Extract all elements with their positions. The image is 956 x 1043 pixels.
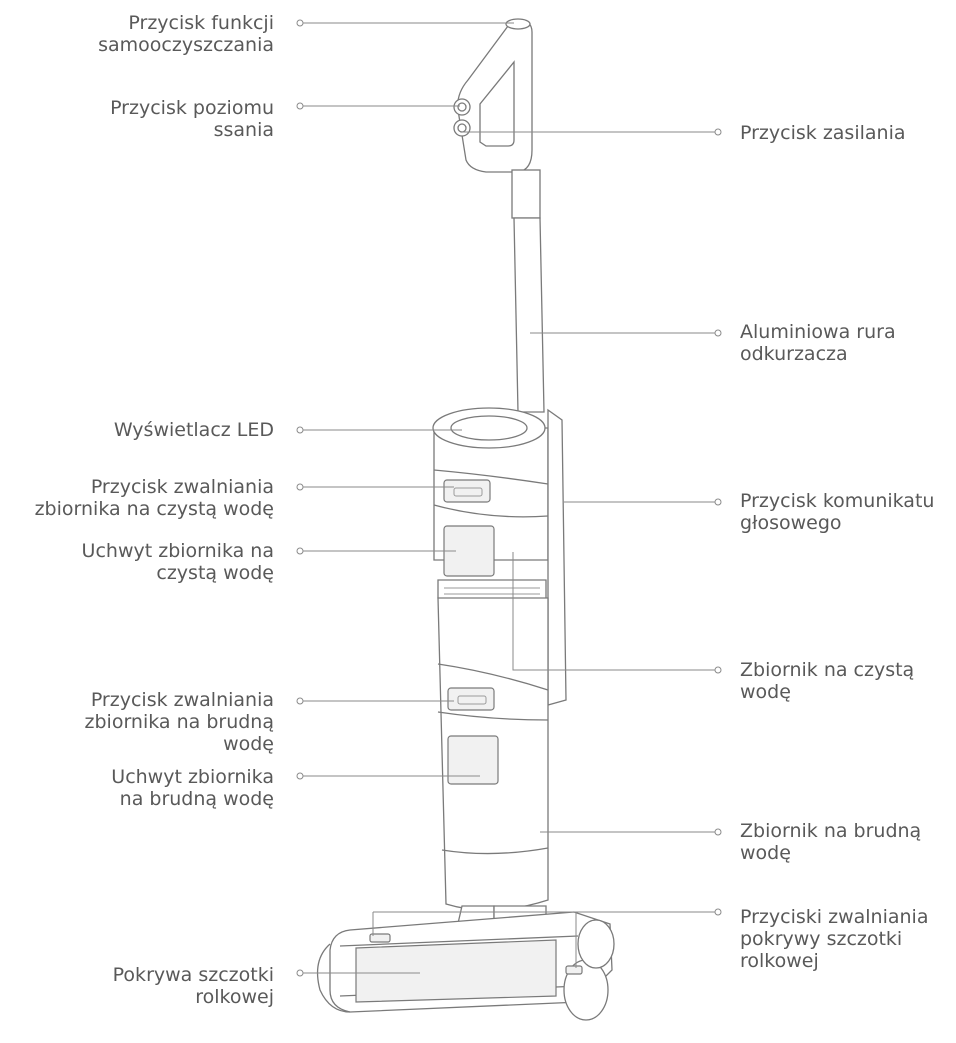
brush-cover-shape (355, 939, 557, 1003)
dirty-tank-handle-shape (447, 735, 499, 785)
led-display-shape (450, 415, 528, 441)
label-clean-tank-release: Przycisk zwalniania zbiornika na czystą … (34, 476, 274, 520)
dirty-tank-release-shape (447, 687, 495, 711)
label-dirty-tank-handle: Uchwyt zbiornika na brudną wodę (111, 766, 274, 810)
clean-tank-release-shape (443, 479, 491, 503)
vacuum-illustration (316, 18, 615, 1021)
label-aluminium-tube: Aluminiowa rura odkurzacza (740, 321, 896, 365)
label-voice-prompt-button: Przycisk komunikatu głosowego (740, 490, 935, 534)
label-dirty-tank-release: Przycisk zwalniania zbiornika na brudną … (84, 689, 274, 755)
leader-lines (296, 19, 722, 977)
label-led-display: Wyświetlacz LED (113, 419, 274, 441)
label-brush-cover: Pokrywa szczotki rolkowej (112, 964, 274, 1008)
label-suction-level-button: Przycisk poziomu ssania (110, 97, 274, 141)
label-brush-cover-release: Przyciski zwalniania pokrywy szczotki ro… (740, 906, 929, 972)
floor-head (316, 911, 615, 1021)
tube (513, 217, 545, 413)
label-self-clean-button: Przycisk funkcji samooczyszczania (98, 12, 274, 56)
label-clean-tank: Zbiornik na czystą wodę (740, 659, 915, 703)
label-dirty-tank: Zbiornik na brudną wodę (740, 820, 922, 864)
label-power-button: Przycisk zasilania (740, 122, 906, 144)
handle (453, 18, 541, 219)
label-clean-tank-handle: Uchwyt zbiornika na czystą wodę (81, 540, 274, 584)
upper-body (432, 407, 567, 706)
lower-body (437, 597, 549, 911)
